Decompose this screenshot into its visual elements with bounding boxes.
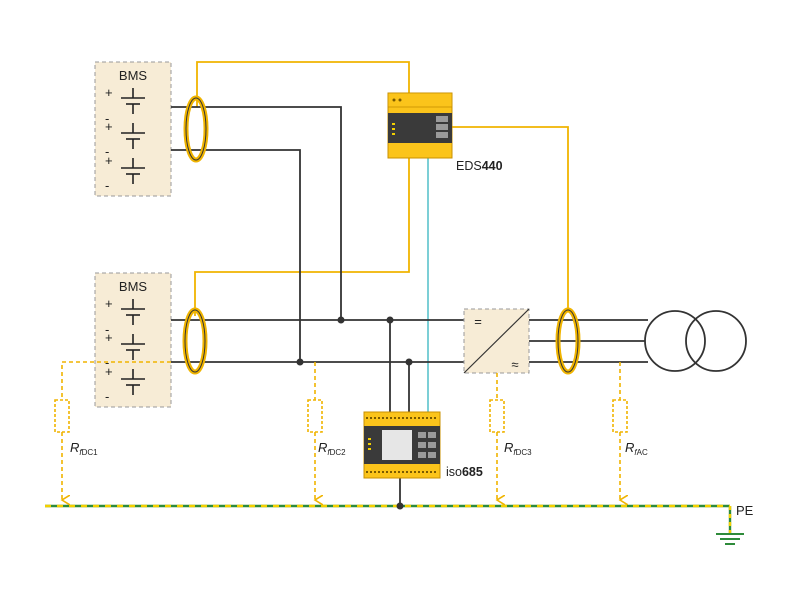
svg-text:+: + <box>105 85 113 100</box>
svg-text:+: + <box>105 330 113 345</box>
inverter-box: = ≈ <box>463 308 530 374</box>
fault-resistance-ac <box>612 362 627 500</box>
bms-label: BMS <box>119 279 148 294</box>
transformer-icon <box>644 310 747 372</box>
current-transformer-top <box>183 95 209 163</box>
battery-cell-icon <box>121 123 145 149</box>
iso685-label: iso685 <box>446 465 483 479</box>
bms-unit-top: BMS + - + - + - <box>94 61 172 197</box>
ground-symbol <box>716 533 744 545</box>
sensor-wiring <box>194 61 569 316</box>
power-wiring <box>171 106 648 506</box>
current-transformer-ac <box>555 307 581 375</box>
fault-resistance-dc2 <box>307 362 322 500</box>
svg-text:-: - <box>105 389 109 404</box>
battery-cell-icon <box>121 299 145 325</box>
resistance-label-dc1: RfDC1 <box>70 440 98 457</box>
ac-symbol: ≈ <box>511 357 518 372</box>
iso685-device <box>363 411 441 479</box>
dc-symbol: = <box>474 314 482 329</box>
fault-resistance-dc3 <box>489 373 504 500</box>
eds440-label: EDS440 <box>456 159 503 173</box>
resistance-label-dc2: RfDC2 <box>318 440 346 457</box>
pe-bus <box>45 504 732 534</box>
svg-text:-: - <box>105 178 109 193</box>
svg-text:+: + <box>105 364 113 379</box>
battery-cell-icon <box>121 334 145 360</box>
svg-text:-: - <box>105 144 109 159</box>
eds440-device <box>387 92 453 159</box>
svg-text:+: + <box>105 153 113 168</box>
ground-label: PE <box>736 503 754 518</box>
svg-text:+: + <box>105 296 113 311</box>
bms-label: BMS <box>119 68 148 83</box>
current-transformer-bottom <box>182 307 208 375</box>
battery-cell-icon <box>121 88 145 114</box>
bms-unit-bottom: BMS + - + - + - <box>94 272 172 408</box>
svg-text:-: - <box>105 322 109 337</box>
fault-resistance-dc1 <box>54 361 171 500</box>
svg-text:+: + <box>105 119 113 134</box>
svg-text:-: - <box>105 111 109 126</box>
resistance-label-dc3: RfDC3 <box>504 440 532 457</box>
battery-cell-icon <box>121 369 145 395</box>
battery-cell-icon <box>121 158 145 184</box>
resistance-label-ac: RfAC <box>625 440 648 457</box>
junction-dots <box>296 316 413 510</box>
